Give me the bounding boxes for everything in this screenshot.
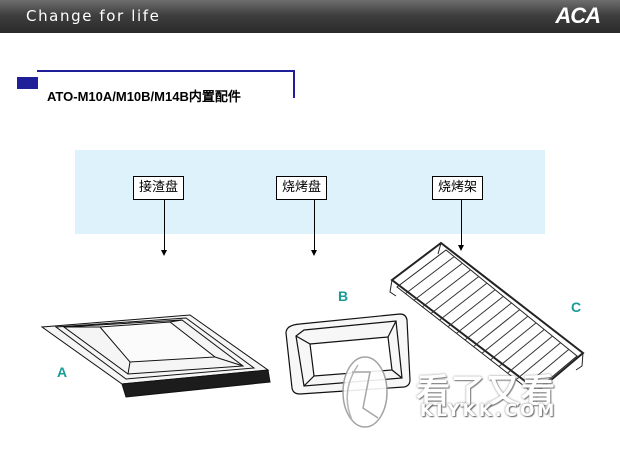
part-letter-b: B — [338, 288, 349, 304]
rack-bar — [524, 348, 570, 387]
arrow-grill-rack — [461, 199, 462, 245]
tagline: Change for life — [26, 7, 161, 25]
rack-bar — [422, 269, 471, 308]
rack-bar — [447, 289, 496, 328]
rack-bar — [498, 329, 545, 367]
crumb-tray-image — [40, 314, 271, 398]
arrow-head-baking-pan — [311, 250, 317, 256]
rack-bar — [464, 302, 512, 341]
title-marker — [17, 77, 38, 89]
rack-bar — [413, 262, 463, 301]
rack-bar — [405, 256, 455, 295]
aca-logo: ACA — [555, 3, 601, 28]
watermark-text: 看了又看 — [416, 372, 556, 412]
part-label-grill-rack: 烧烤架 — [432, 176, 484, 200]
rack-bar — [481, 315, 529, 354]
arrow-head-crumb-tray — [161, 250, 167, 256]
arrow-head-grill-rack — [458, 245, 464, 251]
part-letter-a: A — [57, 364, 68, 380]
rack-bar — [456, 295, 504, 334]
rack-bar — [490, 322, 537, 361]
watermark-url: KLYKK.COM — [420, 401, 558, 421]
arrow-crumb-tray — [164, 199, 165, 250]
title-frame — [37, 70, 295, 98]
part-label-baking-pan: 烧烤盘 — [276, 176, 328, 200]
rack-bar — [473, 309, 521, 348]
watermark-logo — [342, 356, 388, 428]
part-letter-c: C — [571, 299, 582, 315]
arrow-baking-pan — [314, 199, 315, 250]
grill-rack-image — [389, 241, 585, 406]
rack-bar — [430, 276, 480, 314]
header-bar: Change for life ACA — [0, 0, 620, 33]
rack-bar — [507, 335, 553, 374]
rack-bar — [515, 342, 561, 381]
part-label-crumb-tray: 接渣盘 — [133, 176, 185, 200]
rack-bar — [439, 282, 488, 321]
slide-title: ATO-M10A/M10B/M14B内置配件 — [47, 89, 241, 104]
